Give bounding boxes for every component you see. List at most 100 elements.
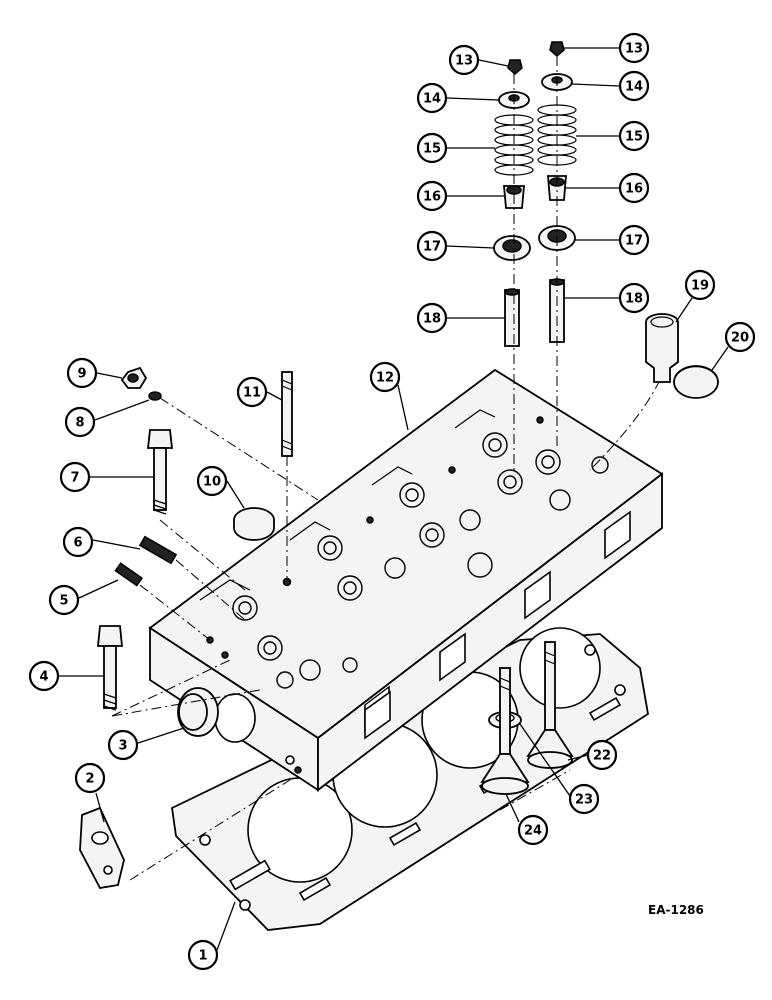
callout-7: 7 — [59, 461, 91, 493]
callout-circle — [618, 70, 650, 102]
callout-22: 22 — [586, 739, 618, 771]
callout-18: 18 — [618, 282, 650, 314]
expansion-plug — [673, 365, 719, 399]
stud-short-a — [138, 535, 178, 565]
callout-19: 19 — [684, 269, 716, 301]
callout-number: 4 — [39, 670, 48, 685]
callout-10: 10 — [196, 465, 228, 497]
callout-24: 24 — [517, 814, 549, 846]
lifting-bracket — [79, 806, 125, 889]
callout-15: 15 — [618, 120, 650, 152]
callout-14: 14 — [618, 70, 650, 102]
exhaust-valve — [526, 641, 574, 769]
callout-18: 18 — [416, 302, 448, 334]
callout-number: 7 — [70, 471, 79, 486]
callout-number: 15 — [625, 130, 643, 145]
callout-circle — [196, 465, 228, 497]
callout-circle — [618, 120, 650, 152]
callout-9: 9 — [66, 357, 98, 389]
callout-number: 1 — [198, 949, 207, 964]
washer — [148, 391, 162, 401]
callout-20: 20 — [724, 321, 756, 353]
intake-valve — [480, 667, 530, 795]
callout-1: 1 — [187, 939, 219, 971]
figure-code: EA-1286 — [648, 903, 704, 917]
alignment-lines — [111, 56, 661, 881]
callout-number: 14 — [625, 80, 643, 95]
callout-number: 15 — [423, 142, 441, 157]
callout-number: 3 — [118, 739, 127, 754]
callout-circle — [618, 224, 650, 256]
callout-23: 23 — [568, 783, 600, 815]
callout-circle — [618, 32, 650, 64]
callout-number: 19 — [691, 279, 709, 294]
head-bolt-long — [146, 429, 174, 515]
callout-circle — [48, 584, 80, 616]
sleeve — [177, 687, 219, 737]
callout-5: 5 — [48, 584, 80, 616]
callout-circle — [448, 44, 480, 76]
callout-11: 11 — [236, 376, 268, 408]
callout-number: 10 — [203, 475, 221, 490]
callout-number: 8 — [75, 416, 84, 431]
callout-circle — [586, 739, 618, 771]
callout-number: 16 — [423, 190, 441, 205]
head-bolt-medium — [97, 625, 123, 711]
callout-number: 18 — [625, 292, 643, 307]
callout-circle — [66, 357, 98, 389]
callout-12: 12 — [369, 361, 401, 393]
callout-circle — [64, 406, 96, 438]
callout-6: 6 — [62, 526, 94, 558]
callout-13: 13 — [618, 32, 650, 64]
callout-number: 22 — [593, 749, 611, 764]
leader-lines — [59, 47, 729, 951]
callout-2: 2 — [74, 762, 106, 794]
callout-number: 2 — [85, 772, 94, 787]
callout-circle — [236, 376, 268, 408]
callout-number: 20 — [731, 331, 749, 346]
callout-circle — [517, 814, 549, 846]
callout-8: 8 — [64, 406, 96, 438]
callout-number: 13 — [455, 54, 473, 69]
callout-number: 14 — [423, 92, 441, 107]
callout-number: 5 — [59, 594, 68, 609]
stud-short-b — [114, 562, 143, 587]
callout-13: 13 — [448, 44, 480, 76]
callout-number: 11 — [243, 386, 261, 401]
callout-number: 18 — [423, 312, 441, 327]
injector-sleeve — [645, 313, 679, 383]
callout-circle — [74, 762, 106, 794]
callout-circle — [618, 282, 650, 314]
callout-number: 13 — [625, 42, 643, 57]
stud-long — [281, 371, 293, 457]
callout-circle — [684, 269, 716, 301]
valve-seats — [206, 416, 609, 689]
callout-circle — [369, 361, 401, 393]
callout-number: 12 — [376, 371, 394, 386]
callout-15: 15 — [416, 132, 448, 164]
callout-circle — [416, 180, 448, 212]
callout-circle — [59, 461, 91, 493]
callout-circle — [416, 132, 448, 164]
callout-number: 16 — [625, 182, 643, 197]
callout-circle — [62, 526, 94, 558]
callout-14: 14 — [416, 82, 448, 114]
callout-3: 3 — [107, 729, 139, 761]
callout-circle — [107, 729, 139, 761]
callout-17: 17 — [618, 224, 650, 256]
callout-circle — [568, 783, 600, 815]
callout-circle — [416, 302, 448, 334]
callout-number: 6 — [73, 536, 82, 551]
callout-circle — [416, 230, 448, 262]
plug — [120, 366, 148, 389]
cylinder-head — [148, 368, 664, 792]
callout-circle — [187, 939, 219, 971]
callout-number: 24 — [524, 824, 542, 839]
callout-circle — [416, 82, 448, 114]
callout-4: 4 — [28, 660, 60, 692]
callout-circle — [618, 172, 650, 204]
callout-17: 17 — [416, 230, 448, 262]
callout-number: 17 — [625, 234, 643, 249]
